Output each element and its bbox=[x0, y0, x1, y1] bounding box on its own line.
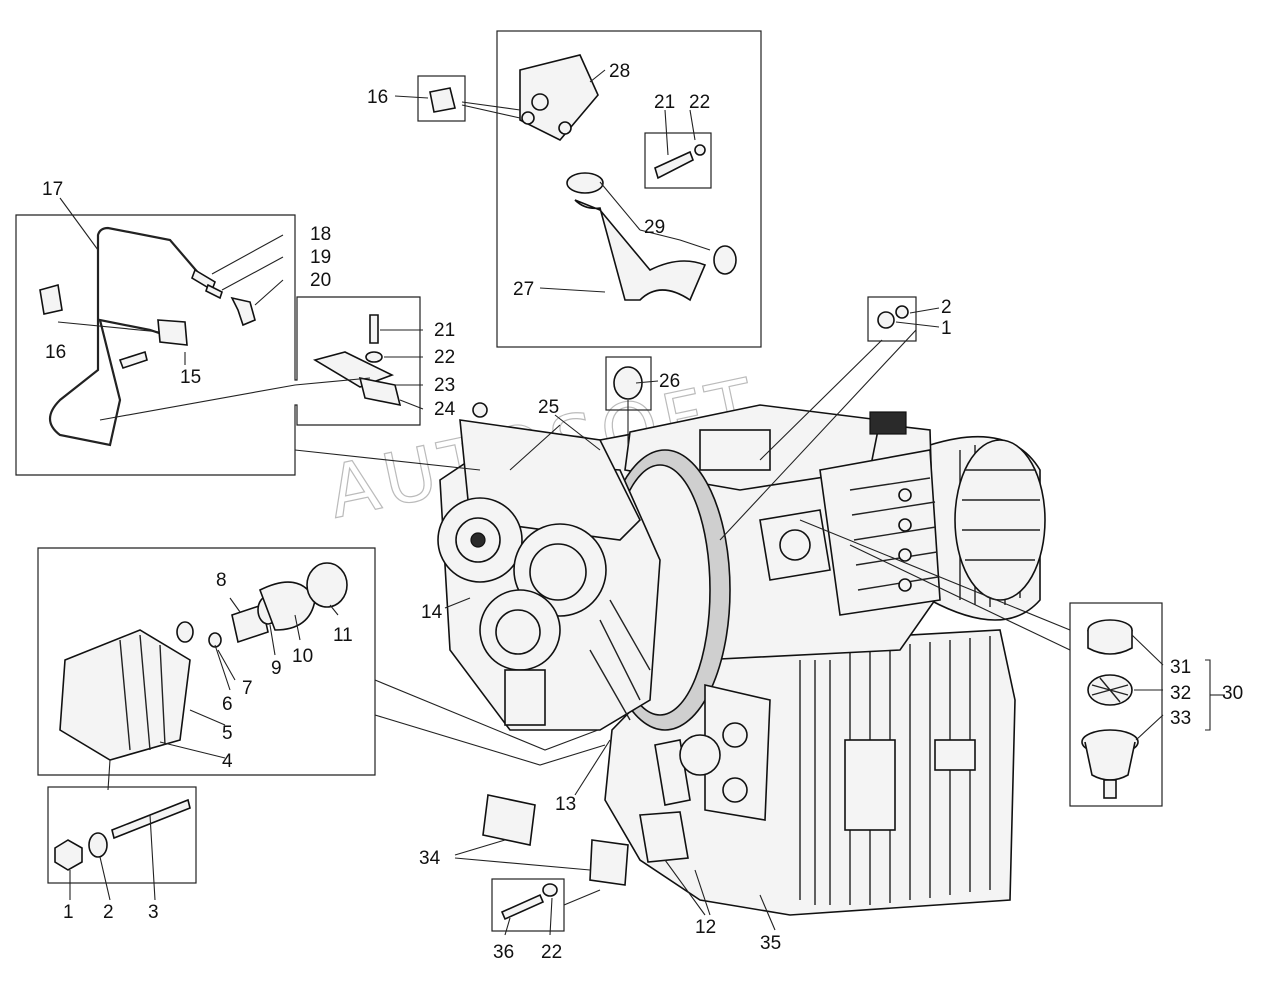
callout-14: 14 bbox=[421, 602, 443, 623]
transmission-housing bbox=[437, 402, 1046, 916]
bolt-21-mid bbox=[369, 314, 379, 344]
callout-27: 27 bbox=[513, 279, 534, 300]
callout-35: 35 bbox=[760, 933, 781, 954]
breather-block-28 bbox=[519, 54, 599, 141]
box-plug-16-top bbox=[417, 75, 466, 122]
callout-25: 25 bbox=[538, 397, 559, 418]
box-filter bbox=[1069, 602, 1163, 807]
leader-lines bbox=[57, 69, 1225, 936]
pipe-27 bbox=[574, 199, 707, 302]
box-pump bbox=[37, 547, 376, 776]
box-oil-line bbox=[15, 214, 421, 476]
callout-7: 7 bbox=[242, 678, 253, 699]
bolt-36 bbox=[500, 893, 545, 921]
callout-20: 20 bbox=[310, 270, 331, 291]
callout-16-top: 16 bbox=[367, 87, 388, 108]
callout-22-bottom: 22 bbox=[541, 942, 562, 963]
callout-6: 6 bbox=[222, 694, 233, 715]
callout-13: 13 bbox=[555, 794, 576, 815]
box-nut-1-2-right bbox=[867, 296, 917, 342]
callout-1: 1 bbox=[63, 902, 74, 923]
callout-12: 12 bbox=[695, 917, 716, 938]
callout-24: 24 bbox=[434, 399, 456, 420]
box-bolt-21-22-top bbox=[644, 132, 712, 189]
tee-15 bbox=[157, 319, 188, 346]
box-stud bbox=[47, 786, 197, 884]
connector-left bbox=[118, 350, 148, 370]
callout-17: 17 bbox=[42, 179, 63, 200]
washer-22-mid bbox=[365, 351, 383, 363]
fitting-19 bbox=[205, 283, 223, 300]
callout-labels: 28 16 21 22 29 27 17 18 19 20 16 15 21 2… bbox=[42, 61, 1243, 963]
callout-29: 29 bbox=[644, 217, 665, 238]
nut-1 bbox=[54, 839, 83, 871]
bolt-21-top bbox=[654, 150, 694, 180]
callout-31: 31 bbox=[1170, 657, 1191, 678]
callout-1-right: 1 bbox=[941, 318, 952, 339]
oring-6 bbox=[176, 621, 194, 643]
box-breather-pipe bbox=[496, 30, 762, 348]
callout-5: 5 bbox=[222, 723, 233, 744]
callout-21-mid: 21 bbox=[434, 320, 455, 341]
callout-2-right: 2 bbox=[941, 297, 952, 318]
ring-29a bbox=[566, 172, 604, 194]
callout-32: 32 bbox=[1170, 683, 1191, 704]
callout-18: 18 bbox=[310, 224, 331, 245]
washer-2-right bbox=[895, 305, 909, 319]
callout-8: 8 bbox=[216, 570, 227, 591]
callout-23: 23 bbox=[434, 375, 455, 396]
detail-boxes bbox=[15, 30, 1163, 932]
callout-36: 36 bbox=[493, 942, 514, 963]
callout-34: 34 bbox=[419, 848, 441, 869]
callout-10: 10 bbox=[292, 646, 313, 667]
callout-33: 33 bbox=[1170, 708, 1191, 729]
callout-28: 28 bbox=[609, 61, 630, 82]
oil-line-17 bbox=[48, 226, 201, 447]
ring-29b bbox=[713, 245, 737, 275]
plug-16-left bbox=[39, 283, 63, 315]
plug-16-top bbox=[429, 87, 456, 113]
callout-30: 30 bbox=[1222, 683, 1243, 704]
callout-4: 4 bbox=[222, 751, 233, 772]
stud-3 bbox=[111, 798, 191, 840]
oring-7 bbox=[208, 632, 222, 648]
washer-2 bbox=[88, 832, 108, 858]
callout-3: 3 bbox=[148, 902, 159, 923]
oring-11 bbox=[306, 562, 348, 608]
callout-22-top: 22 bbox=[689, 92, 710, 113]
callout-26: 26 bbox=[659, 371, 680, 392]
callout-9: 9 bbox=[271, 658, 282, 679]
clamp-24 bbox=[358, 376, 402, 407]
callout-11: 11 bbox=[333, 625, 353, 646]
nut-1-right bbox=[877, 311, 895, 329]
callout-19: 19 bbox=[310, 247, 331, 268]
washer-22-bottom bbox=[542, 883, 558, 897]
elbow-20 bbox=[230, 296, 256, 327]
callout-2: 2 bbox=[103, 902, 114, 923]
callout-22-mid: 22 bbox=[434, 347, 455, 368]
plate-23 bbox=[312, 351, 395, 388]
washer-22-top bbox=[694, 144, 706, 156]
callout-15: 15 bbox=[180, 367, 201, 388]
callout-21-top: 21 bbox=[654, 92, 675, 113]
small-parts bbox=[39, 54, 1139, 921]
callout-16-left: 16 bbox=[45, 342, 66, 363]
